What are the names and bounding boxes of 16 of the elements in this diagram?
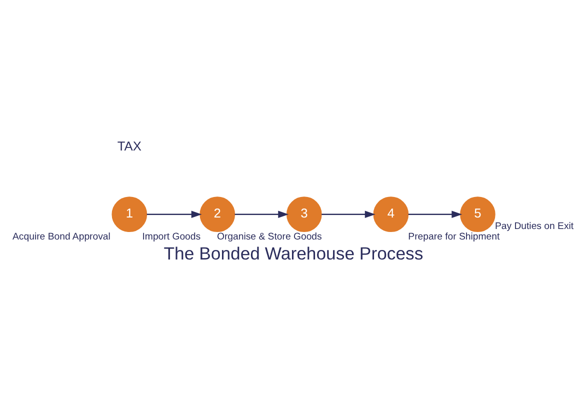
node-circle: 5: [460, 196, 496, 232]
node-label: Acquire Bond Approval: [12, 230, 110, 242]
node-label: Pay Duties on Exit: [494, 220, 574, 232]
arrow: [234, 210, 289, 218]
node-label: Organise & Store Goods: [216, 230, 322, 242]
node-label: Prepare for Shipment: [408, 230, 500, 242]
diagram-title: The Bonded Warehouse Process: [164, 242, 424, 263]
node-circle: 3: [286, 196, 322, 232]
arrow: [146, 210, 202, 218]
node-label: Import Goods: [142, 230, 201, 242]
label: TAX: [117, 138, 142, 154]
node-circle: 4: [373, 196, 409, 232]
node-circle: 1: [112, 196, 148, 232]
node-circle: 2: [200, 196, 236, 232]
arrow: [408, 210, 462, 218]
arrow: [322, 210, 376, 218]
